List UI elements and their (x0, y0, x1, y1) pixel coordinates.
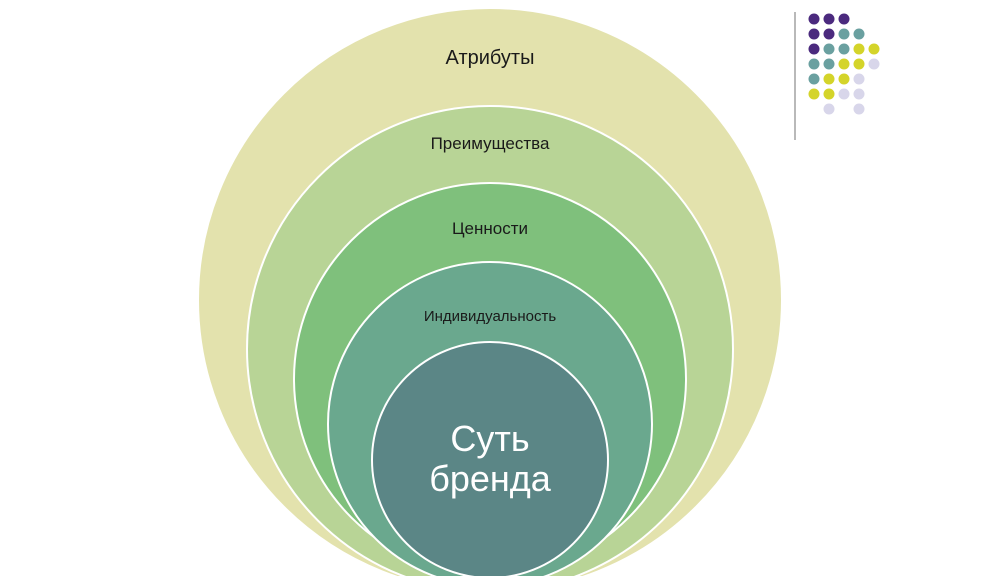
decorative-dot (808, 43, 820, 55)
core-label-line1: Суть (450, 418, 529, 459)
decorative-dot (853, 28, 865, 40)
label-benefits: Преимущества (431, 134, 550, 153)
decorative-dot (823, 73, 835, 85)
decorative-dot (823, 58, 835, 70)
core-circle (371, 341, 609, 576)
decorative-dot-grid (808, 13, 880, 115)
decorative-dot (808, 73, 820, 85)
label-personality: Индивидуальность (424, 308, 557, 325)
decorative-dot (838, 73, 850, 85)
decorative-dot (853, 88, 865, 100)
decorative-dot (868, 58, 880, 70)
decorative-dot (853, 43, 865, 55)
decorative-dot (853, 58, 865, 70)
nested-circles (197, 7, 783, 576)
decorative-dot (853, 103, 865, 115)
decorative-dot (853, 73, 865, 85)
decorative-dot (838, 58, 850, 70)
decorative-dot (838, 28, 850, 40)
label-attributes: Атрибуты (446, 47, 535, 69)
decorative-dot (823, 13, 835, 25)
decorative-dot (808, 13, 820, 25)
core-label-line2: бренда (429, 458, 552, 499)
decorative-dot (823, 43, 835, 55)
decorative-dot (823, 103, 835, 115)
decorative-dot (823, 28, 835, 40)
decorative-dot (838, 43, 850, 55)
decorative-dot (808, 58, 820, 70)
decorative-dot (838, 88, 850, 100)
decorative-dot (808, 28, 820, 40)
decorative-dot (808, 88, 820, 100)
decorative-dot (838, 13, 850, 25)
decorative-dot (868, 43, 880, 55)
decorative-dot (823, 88, 835, 100)
label-values: Ценности (452, 219, 528, 238)
